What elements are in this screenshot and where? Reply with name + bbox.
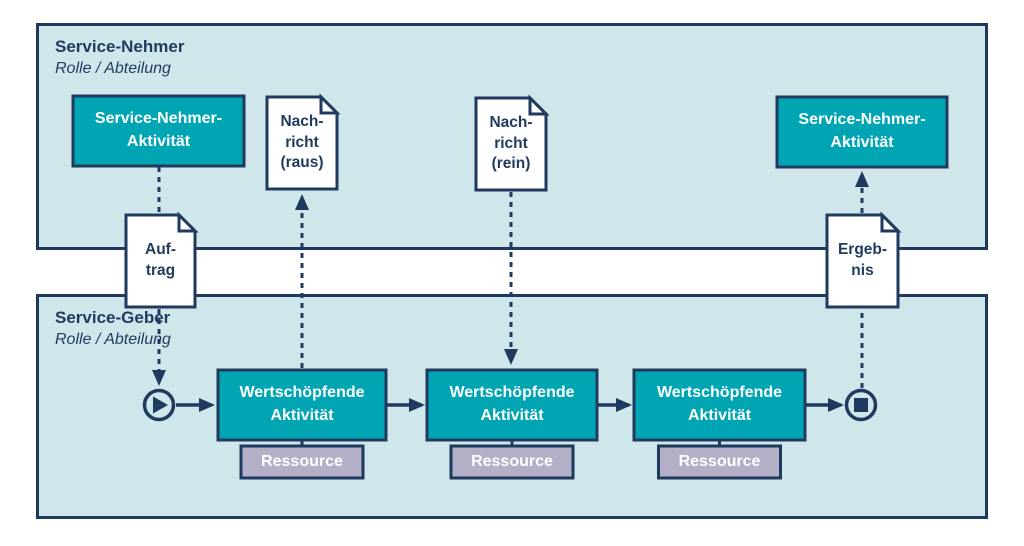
document-ergebnis-label: Ergeb- nis [837, 241, 888, 279]
document-nachricht-rein-label: Nach- richt (rein) [489, 113, 533, 173]
lane-geber-title: Service-Geber [55, 308, 171, 327]
document-fold [177, 211, 199, 233]
document-nachricht-raus-label: Nach- richt (raus) [280, 112, 324, 172]
resource-2-label: Ressource [471, 453, 553, 470]
start-event [142, 388, 176, 422]
resource-box-3 [657, 444, 782, 480]
document-auftrag [124, 211, 199, 309]
document-nachricht-raus [265, 93, 341, 191]
document-fold [528, 94, 550, 116]
stop-square-icon [854, 398, 868, 412]
document-fold [319, 93, 341, 115]
activity-service-nehmer-left [71, 94, 246, 168]
document-nachricht-rein [474, 94, 550, 192]
end-event [844, 388, 878, 422]
activity-wertschoepfend-2-label: Wertschöpfende Aktivität [449, 384, 575, 424]
activity-wertschoepfend-3-label: Wertschöpfende Aktivität [656, 384, 783, 424]
activity-wertschoepfend-1-label: Wertschöpfende Aktivität [239, 384, 365, 424]
document-auftrag-label: Auf- trag [145, 241, 176, 279]
lane-nehmer-subtitle: Rolle / Abteilung [55, 60, 171, 77]
lane-nehmer-title: Service-Nehmer [55, 37, 185, 56]
resource-box-1 [239, 444, 365, 480]
activity-nehmer-right-label: Service-Nehmer- Aktivität [798, 111, 926, 151]
activity-nehmer-left-label: Service-Nehmer- Aktivität [94, 110, 223, 150]
play-icon [153, 396, 168, 414]
activity-wertschoepfend-2 [425, 368, 599, 442]
lane-geber-subtitle: Rolle / Abteilung [55, 331, 171, 348]
document-ergebnis [825, 211, 902, 309]
resource-3-label: Ressource [678, 453, 761, 470]
document-fold [880, 211, 902, 233]
resource-1-label: Ressource [261, 453, 343, 470]
resource-box-2 [449, 444, 575, 480]
activity-service-nehmer-right [775, 95, 949, 169]
